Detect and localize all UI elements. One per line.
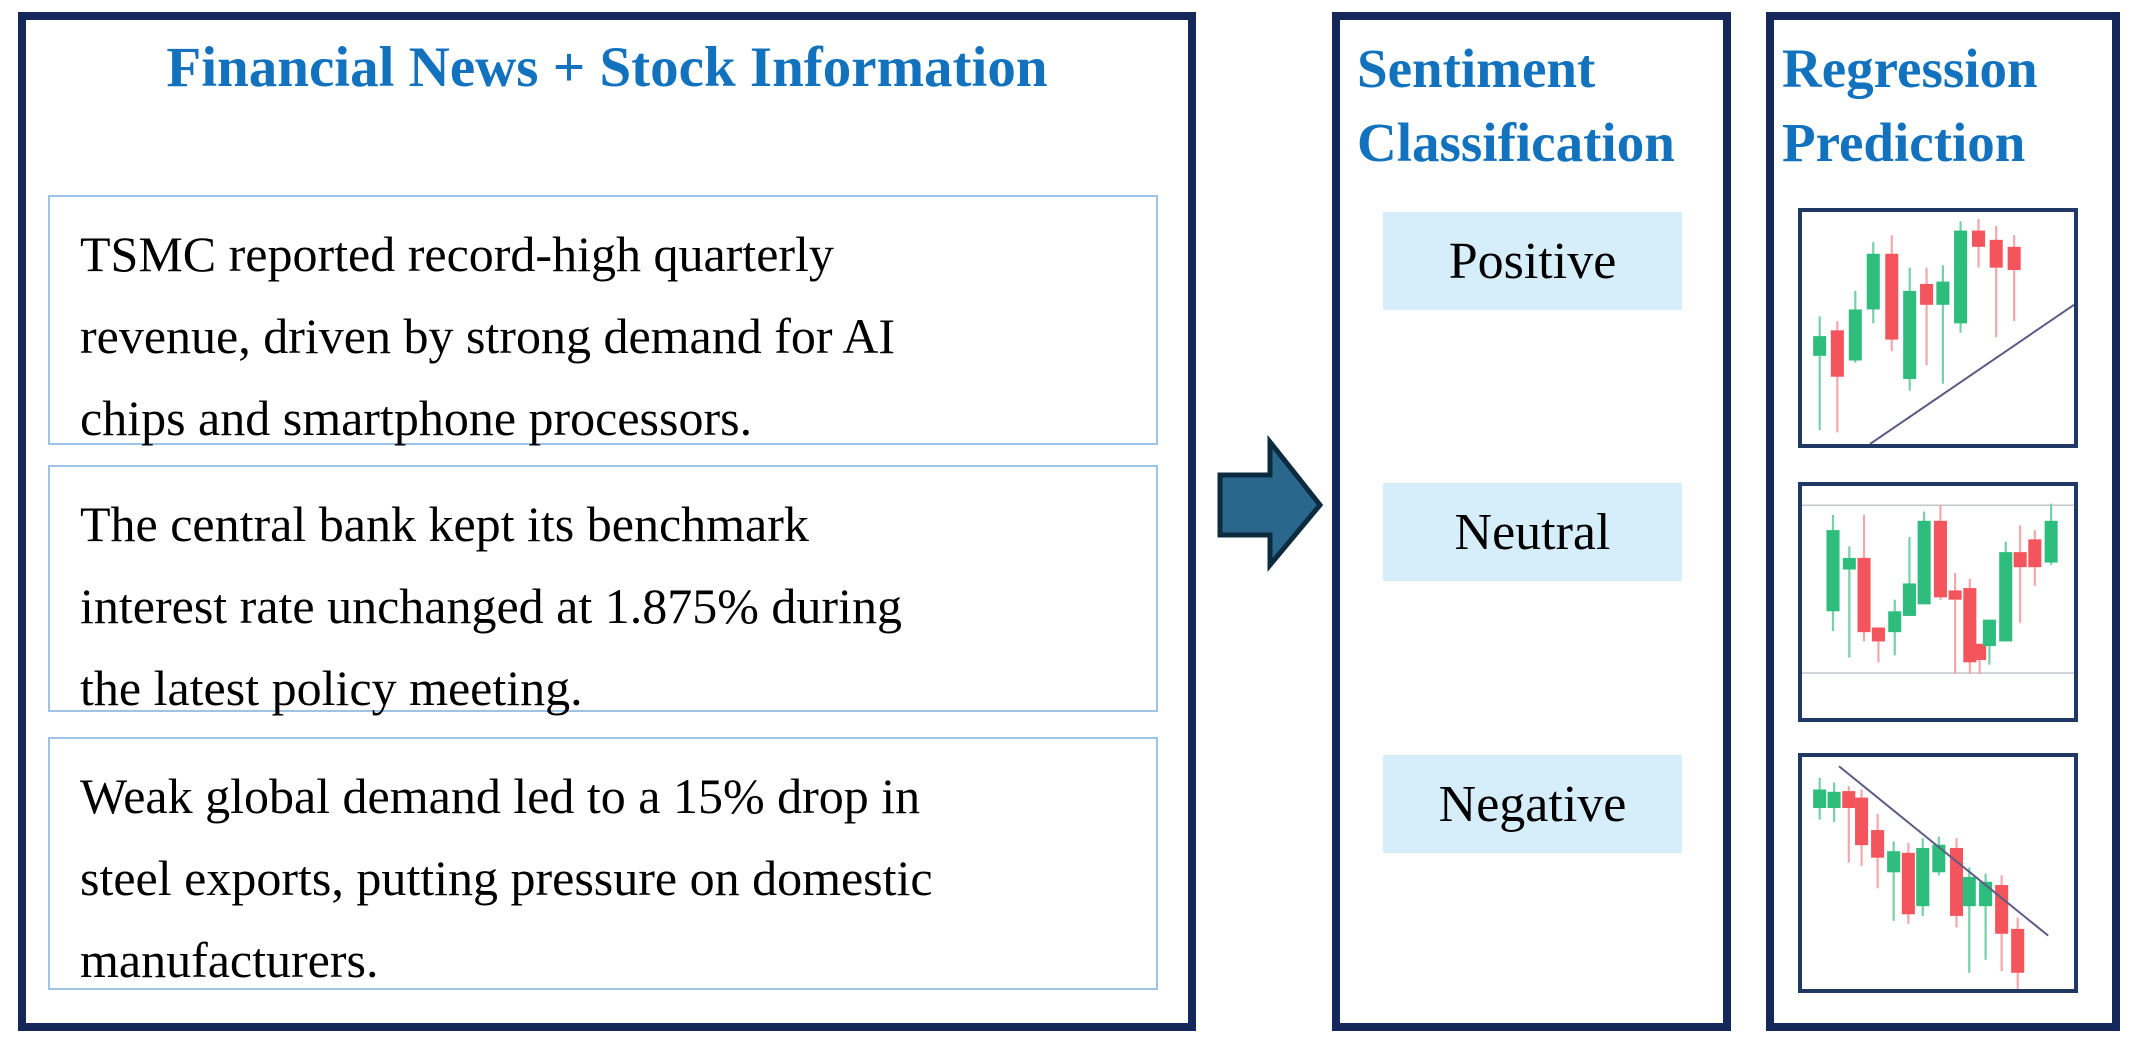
news-item-box: The central bank kept its benchmark inte… xyxy=(48,465,1158,716)
sentiment-label: Neutral xyxy=(1454,503,1611,561)
sentiment-box-negative: Negative xyxy=(1383,755,1682,853)
candlestick-chart-uptrend xyxy=(1798,208,2078,448)
news-item-text: TSMC reported record-high quarterly reve… xyxy=(80,226,896,446)
sentiment-label: Positive xyxy=(1448,232,1617,290)
downtrend-chart-canvas xyxy=(1813,757,2074,989)
sentiment-title-line1: Sentiment xyxy=(1357,38,1596,99)
news-panel-title: Financial News + Stock Information xyxy=(166,36,1048,99)
sentiment-box-positive: Positive xyxy=(1383,212,1682,310)
regression-title-line2: Prediction xyxy=(1782,112,2026,173)
regression-title-line1: Regression xyxy=(1782,38,2038,99)
candlestick-chart-downtrend xyxy=(1798,753,2078,993)
sideways-chart-canvas xyxy=(1802,486,2074,718)
right-arrow-icon xyxy=(1217,434,1324,572)
sentiment-label: Negative xyxy=(1438,775,1627,833)
flow-arrow xyxy=(1210,432,1330,578)
news-item-box: Weak global demand led to a 15% drop in … xyxy=(48,737,1158,990)
right-arrow-shape xyxy=(1217,434,1324,572)
news-item-text: The central bank kept its benchmark inte… xyxy=(80,496,902,716)
candlestick-chart-sideways xyxy=(1798,482,2078,722)
news-panel: Financial News + Stock Information TSMC … xyxy=(18,12,1196,1031)
sentiment-title-line2: Classification xyxy=(1357,112,1675,173)
uptrend-chart-canvas xyxy=(1813,218,2074,444)
news-item-text: Weak global demand led to a 15% drop in … xyxy=(80,768,933,988)
news-item-box: TSMC reported record-high quarterly reve… xyxy=(48,195,1158,446)
sentiment-box-neutral: Neutral xyxy=(1383,483,1682,581)
